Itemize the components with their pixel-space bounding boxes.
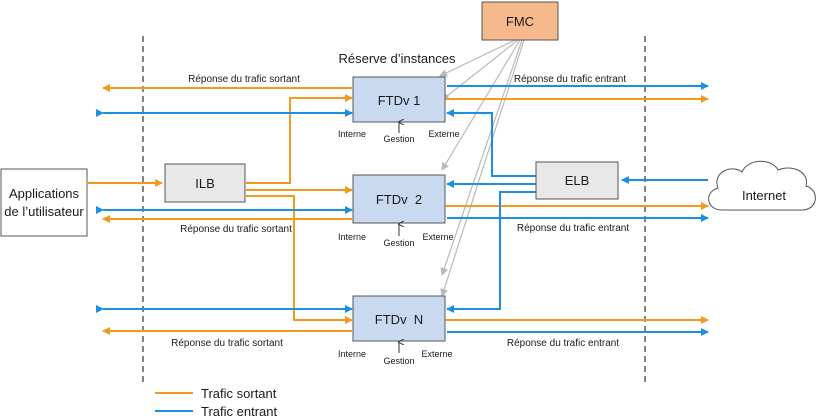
ilb-to-ftdv1-flow bbox=[246, 94, 353, 184]
ilb-to-ftdvN-flow bbox=[246, 195, 353, 324]
fmc-management-links bbox=[439, 39, 525, 297]
ftdv-2-outside-label: Externe bbox=[422, 232, 453, 242]
elb-to-ftdvN-flow bbox=[446, 191, 536, 313]
ftdv-1-mgmt-label: Gestion bbox=[383, 134, 414, 144]
ftdv-2-mgmt-label: Gestion bbox=[383, 238, 414, 248]
apps-label-line2: de l’utilisateur bbox=[4, 204, 84, 219]
outbound-response-label-2: Réponse du trafic sortant bbox=[180, 224, 292, 235]
legend: Trafic sortant Trafic entrant bbox=[155, 386, 277, 419]
internet-cloud: Internet bbox=[708, 160, 816, 211]
ftdv-n-node: FTDv N Interne Gestion Externe bbox=[338, 295, 453, 366]
elb-node: ELB bbox=[535, 161, 619, 200]
ilb-label: ILB bbox=[195, 176, 215, 191]
ftdv-1-node: FTDv 1 Interne Gestion Externe bbox=[338, 76, 460, 144]
ftdv-n-inside-label: Interne bbox=[338, 349, 366, 359]
inbound-response-label-2: Réponse du trafic entrant bbox=[517, 223, 630, 234]
inbound-flows bbox=[96, 82, 709, 336]
ftdv-2-label: FTDv 2 bbox=[376, 192, 422, 207]
internet-label: Internet bbox=[742, 188, 786, 203]
fmc-node: FMC bbox=[481, 1, 559, 41]
ftdv-n-mgmt-label: Gestion bbox=[383, 356, 414, 366]
outbound-response-label-1: Réponse du trafic sortant bbox=[188, 74, 300, 85]
legend-inbound-label: Trafic entrant bbox=[201, 404, 277, 419]
ftdv-1-inside-label: Interne bbox=[338, 129, 366, 139]
ftdv-1-outside-label: Externe bbox=[428, 129, 459, 139]
ftdv-2-inside-label: Interne bbox=[338, 232, 366, 242]
user-applications-node: Applications de l’utilisateur bbox=[0, 168, 88, 237]
ftdv-n-outside-label: Externe bbox=[421, 349, 452, 359]
ilb-node: ILB bbox=[164, 163, 246, 203]
inbound-response-label-3: Réponse du trafic entrant bbox=[507, 338, 620, 349]
outbound-flows bbox=[88, 84, 709, 335]
elb-to-ftdv1-flow bbox=[446, 109, 536, 177]
fmc-label: FMC bbox=[506, 14, 534, 29]
inbound-response-label-1: Réponse du trafic entrant bbox=[514, 74, 627, 85]
ftdv-n-label: FTDv N bbox=[375, 312, 423, 327]
outbound-response-label-3: Réponse du trafic sortant bbox=[171, 338, 283, 349]
ftdv-2-node: FTDv 2 Interne Gestion Externe bbox=[338, 174, 454, 248]
ftdv-1-label: FTDv 1 bbox=[378, 93, 421, 108]
legend-outbound-label: Trafic sortant bbox=[201, 386, 277, 401]
elb-label: ELB bbox=[565, 173, 590, 188]
instance-pool-label: Réserve d’instances bbox=[338, 51, 456, 66]
apps-label-line1: Applications bbox=[9, 186, 80, 201]
